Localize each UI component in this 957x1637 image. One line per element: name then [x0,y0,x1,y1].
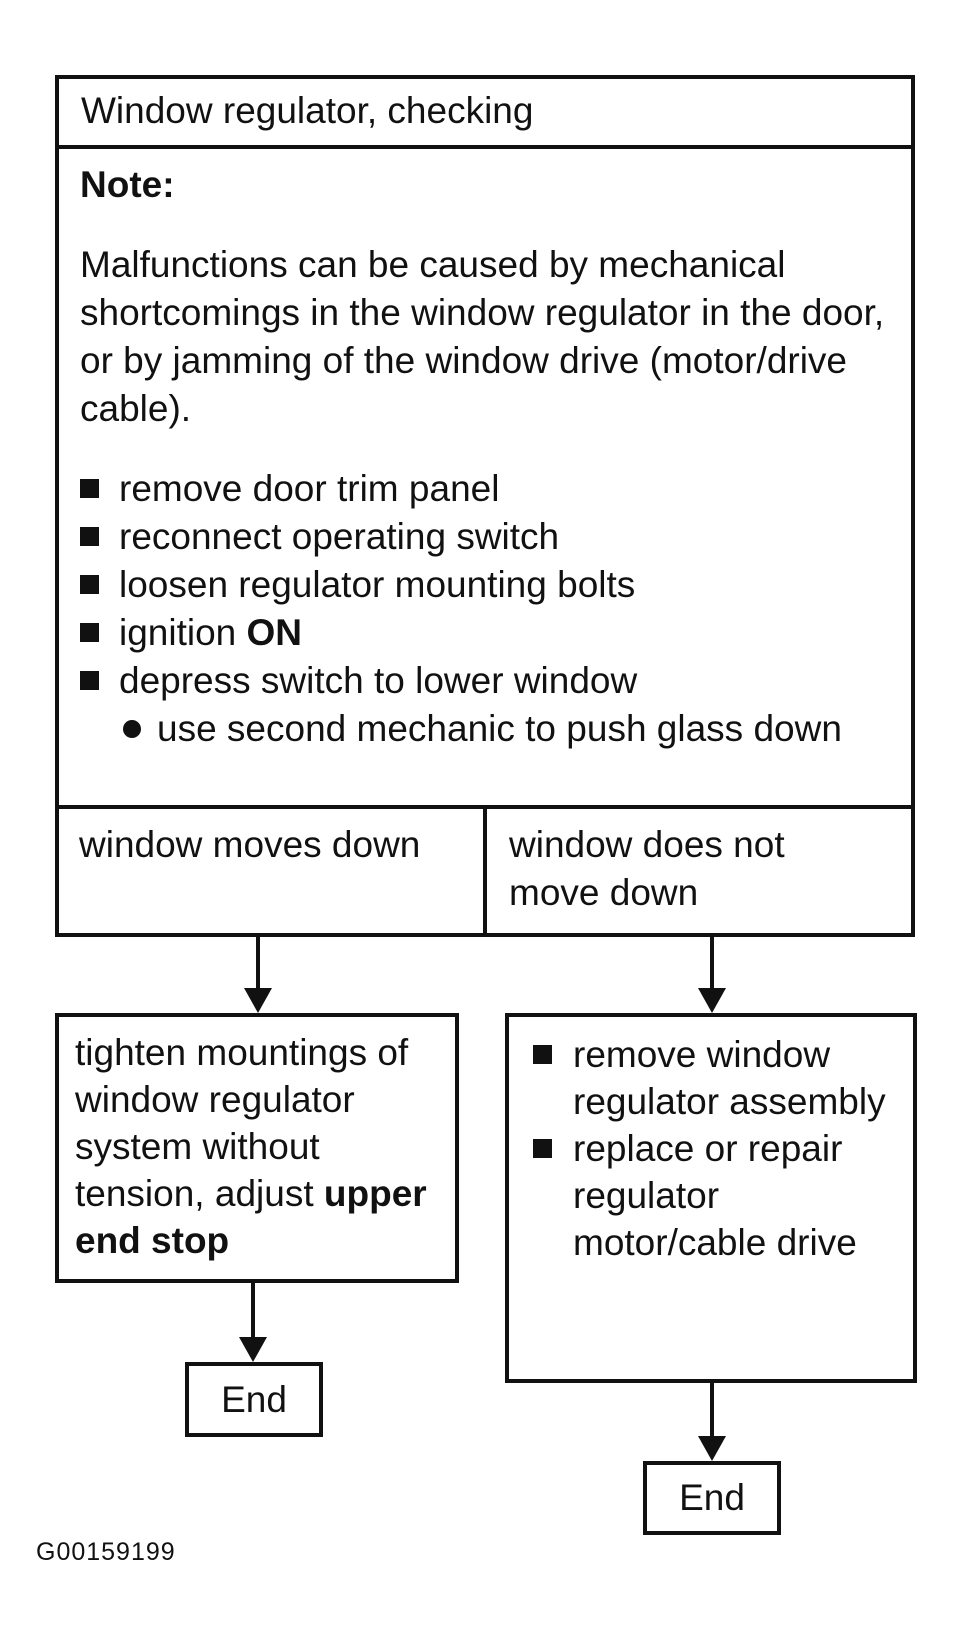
decision-window-does-not-move-down: window does not move down [509,824,785,913]
end-box-right: End [643,1461,781,1535]
outcome-right-text: remove window regulator assembly [573,1034,886,1122]
note-label: Note: [80,164,175,205]
outcome-left-text-bold: upper end stop [75,1173,427,1261]
square-bullet-icon [80,671,99,690]
list-item: depress switch to lower window [80,657,891,705]
flow-arrow-down-icon [251,1283,255,1337]
flow-arrow-down-icon [256,937,260,988]
end-box-left: End [185,1362,323,1437]
step-text: depress switch to lower window [119,660,638,701]
list-item: loosen regulator mounting bolts [80,561,891,609]
procedure-step-list: remove door trim panel reconnect operati… [80,465,891,753]
figure-code: G00159199 [36,1538,176,1566]
outcome-left-text: tighten mountings of window regulator sy… [75,1032,409,1214]
outcome-box-tighten-mountings: tighten mountings of window regulator sy… [55,1013,459,1283]
list-item: replace or repair regulator motor/cable … [533,1125,905,1266]
decision-row: window moves down window does not move d… [59,809,911,933]
list-item: reconnect operating switch [80,513,891,561]
flow-arrow-down-icon [710,937,714,988]
circle-bullet-icon [123,720,141,738]
square-bullet-icon [533,1139,552,1158]
decision-window-moves-down: window moves down [59,809,487,933]
note-section: Note: Malfunctions can be caused by mech… [59,149,911,809]
sub-list-item: use second mechanic to push glass down [123,705,891,753]
step-text: reconnect operating switch [119,516,560,557]
flow-arrow-down-icon [710,1383,714,1436]
main-flowchart-box: Window regulator, checking Note: Malfunc… [55,75,915,937]
square-bullet-icon [80,575,99,594]
step-text: remove door trim panel [119,468,500,509]
step-text: ignition ON [119,612,303,653]
list-item: remove door trim panel [80,465,891,513]
square-bullet-icon [80,623,99,642]
sub-step-text: use second mechanic to push glass down [157,708,842,749]
outcome-box-remove-regulator: remove window regulator assembly replace… [505,1013,917,1383]
list-item: remove window regulator assembly [533,1031,905,1125]
step-text-bold: ON [246,612,303,653]
note-paragraph: Malfunctions can be caused by mechanical… [80,244,885,429]
page-title: Window regulator, checking [59,79,911,149]
outcome-right-text: replace or repair regulator motor/cable … [573,1128,857,1263]
square-bullet-icon [533,1045,552,1064]
square-bullet-icon [80,479,99,498]
square-bullet-icon [80,527,99,546]
list-item: ignition ON [80,609,891,657]
step-text: loosen regulator mounting bolts [119,564,636,605]
